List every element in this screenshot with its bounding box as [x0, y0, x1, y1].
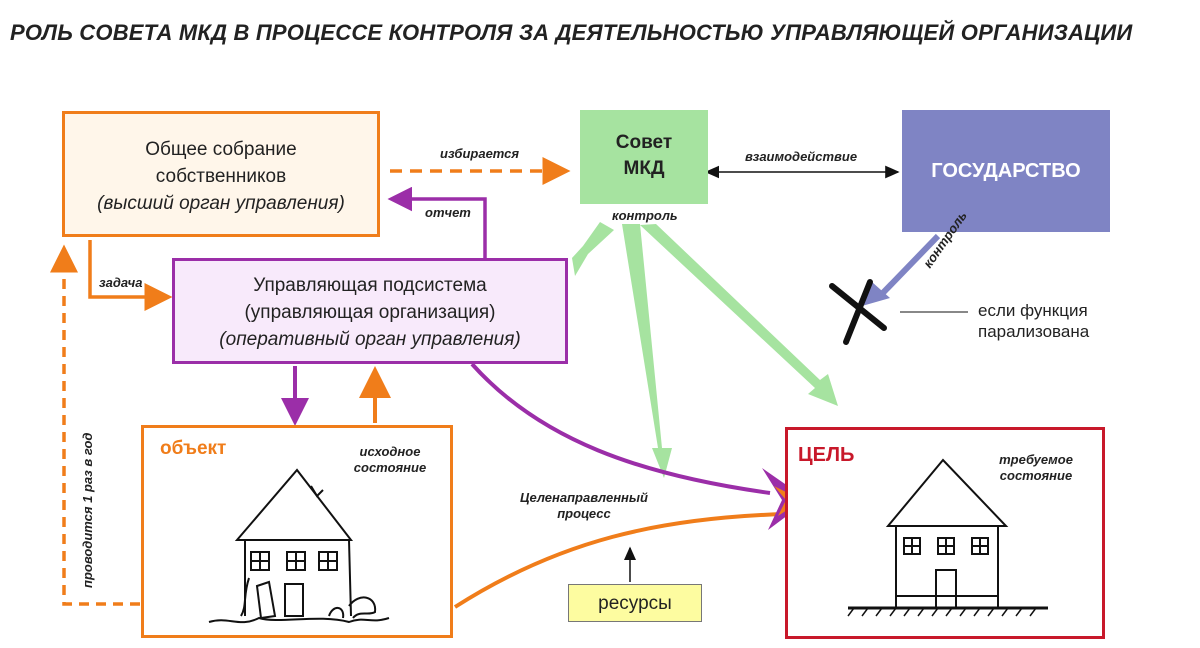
- ideal-house-icon: [847, 458, 1048, 617]
- task-arrow: [88, 240, 173, 311]
- mgmt-line2: (управляющая организация): [244, 302, 496, 323]
- required-state-label: требуемое состояние: [986, 452, 1086, 484]
- required-state-line2: состояние: [999, 468, 1073, 483]
- damaged-house-icon: [208, 468, 390, 624]
- management-subsystem-box: Управляющая подсистема (управляющая орга…: [172, 258, 568, 364]
- elected-label: избирается: [440, 146, 520, 161]
- process-line1: Целенаправленный: [520, 490, 648, 505]
- note-line2: парализована: [978, 322, 1090, 341]
- paralyzed-cross-icon: [829, 279, 887, 345]
- mgmt-line1: Управляющая подсистема: [253, 275, 487, 296]
- note-line1: если функция: [978, 301, 1088, 320]
- assembly-line3: (высший орган управления): [97, 193, 345, 214]
- goal-box: ЦЕЛЬ требуемое состояние: [785, 427, 1105, 639]
- initial-state-label: исходное состояние: [340, 444, 440, 476]
- required-state-line1: требуемое: [999, 452, 1073, 467]
- sovet-control-label: контроль: [612, 208, 678, 223]
- general-assembly-box: Общее собрание собственников (высший орг…: [62, 111, 380, 237]
- mgmt-line3: (оперативный орган управления): [219, 329, 521, 350]
- mgmt-to-goal-curve: [470, 362, 771, 495]
- report-arrow: [387, 186, 487, 258]
- assembly-line2: собственников: [155, 166, 287, 187]
- control-fan: [572, 222, 838, 478]
- object-title: объект: [160, 438, 227, 459]
- sovet-mkd-box: Совет МКД: [580, 110, 708, 204]
- process-label: Целенаправленный процесс: [520, 490, 648, 522]
- interaction-label: взаимодействие: [745, 149, 858, 164]
- object-box: объект исходное состояние: [141, 425, 453, 638]
- sovet-line2: МКД: [623, 158, 665, 179]
- paralyzed-note: если функция парализована: [978, 300, 1089, 342]
- state-box: ГОСУДАРСТВО: [902, 110, 1110, 232]
- sovet-line1: Совет: [615, 132, 673, 153]
- resources-box: ресурсы: [568, 584, 702, 622]
- initial-state-line1: исходное: [359, 444, 421, 459]
- report-label: отчет: [425, 205, 471, 220]
- gos-control-arrow: [875, 233, 941, 301]
- task-label: задача: [99, 275, 143, 290]
- goal-title: ЦЕЛЬ: [798, 444, 855, 466]
- assembly-line1: Общее собрание: [145, 139, 297, 160]
- annual-label: проводится 1 раз в год: [80, 432, 95, 588]
- annual-arrow: [50, 244, 140, 606]
- process-curve: [453, 512, 786, 609]
- page-title: РОЛЬ СОВЕТА МКД В ПРОЦЕССЕ КОНТРОЛЯ ЗА Д…: [10, 20, 1133, 45]
- initial-state-line2: состояние: [353, 460, 427, 475]
- process-line2: процесс: [557, 506, 611, 521]
